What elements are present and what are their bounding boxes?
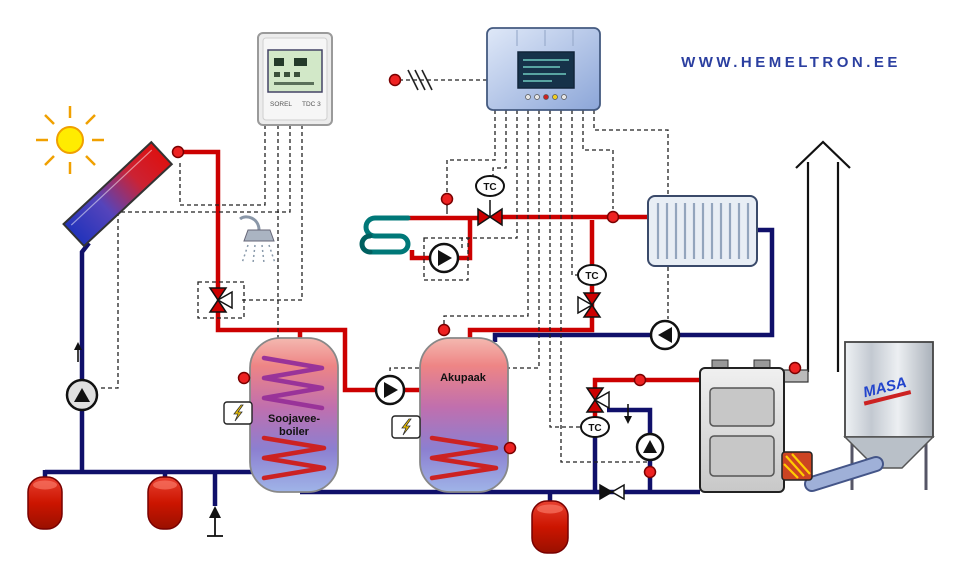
solar-collector [62, 140, 174, 248]
sensor-dots [171, 73, 802, 479]
dhw-tank-lower-coil [261, 435, 327, 481]
sensor-dot-hx [440, 192, 454, 206]
electric-heater-1 [223, 401, 253, 425]
radiator-mixing-valve [577, 292, 602, 318]
system-controller [486, 27, 601, 111]
boiler-3way-valve [585, 387, 610, 413]
pipe-boiler-supply [592, 377, 700, 392]
boiler-upper-door [709, 387, 775, 427]
expansion-vessel-1 [27, 476, 63, 530]
dhw-tank-label-line1: Soojavee- [268, 413, 320, 425]
tc-sensor-2-label: TC [585, 271, 598, 282]
solar-3way-valve [208, 287, 233, 313]
sensor-dot-controller [388, 73, 402, 87]
shower-icon [239, 215, 276, 264]
sensor-dot-boiler-return [643, 465, 657, 479]
silo-logo-underline [863, 390, 912, 406]
controller-brand-label: SOREL [270, 101, 292, 108]
transfer-pump [374, 374, 406, 406]
wall-hatch-icon [407, 69, 433, 91]
solar-pump [65, 378, 99, 412]
pipe-solar-riser [79, 241, 91, 472]
cold-water-inlet-arrow [207, 506, 223, 537]
sun-icon [36, 106, 104, 174]
hx-mixing-valve [477, 200, 503, 227]
buffer-tank-coil [429, 435, 499, 481]
sensor-dot-boiler-supply [633, 373, 647, 387]
controller-model-label: TDC 3 [302, 101, 321, 108]
chimney [795, 140, 851, 372]
pipe-boiler-return [607, 407, 653, 492]
sensor-dot-collector [171, 145, 185, 159]
dhw-tank: Soojavee- boiler [249, 337, 339, 493]
controller-lcd [267, 49, 323, 93]
pipe-collector-supply [178, 149, 221, 288]
pellet-silo: MASA [843, 341, 935, 490]
tc-sensor-3: TC [580, 416, 610, 438]
boiler [699, 359, 785, 493]
radiator-pump [649, 319, 681, 351]
dhw-tank-upper-coil [261, 355, 325, 411]
boiler-pump [635, 432, 665, 462]
flow-arrow-down [624, 404, 632, 424]
buffer-tank: Akupaak [419, 337, 509, 493]
tc-sensor-1: TC [475, 175, 505, 197]
sensor-dot-radiator [606, 210, 620, 224]
sensor-dot-flue [788, 361, 802, 375]
buffer-tank-label: Akupaak [440, 372, 487, 384]
pipe-valve-to-tanks [215, 310, 422, 393]
radiator [647, 195, 758, 267]
electric-heater-2 [391, 415, 421, 439]
boiler-lower-door [709, 435, 775, 477]
sensor-dot-dhw-tank [237, 371, 251, 385]
website-url: WWW.HEMELTRON.EE [681, 54, 901, 71]
pipe-hx-pump-loop [409, 220, 473, 261]
chimney-arrow-icon [795, 140, 851, 169]
solar-controller: SOREL TDC 3 [257, 32, 333, 126]
sensor-dot-buffer-side [503, 441, 517, 455]
lightning-icon [233, 404, 244, 422]
pellet-burner [781, 451, 813, 481]
controller-display [517, 51, 575, 89]
dhw-tank-label-line2: boiler [279, 426, 310, 438]
tc-sensor-3-label: TC [588, 423, 601, 434]
sensor-dot-buffer-top [437, 323, 451, 337]
tc-sensor-1-label: TC [483, 182, 496, 193]
hx-pump [428, 242, 460, 274]
pellet-auger-tube [804, 456, 884, 492]
check-valve [599, 483, 625, 501]
pipe-radiator-return [492, 227, 775, 342]
flow-arrow-up [74, 342, 82, 362]
lightning-icon [401, 418, 412, 436]
expansion-vessel-2 [147, 476, 183, 530]
controller-buttons [525, 94, 567, 100]
expansion-vessel-3 [531, 500, 569, 554]
tc-sensor-2: TC [577, 264, 607, 286]
heat-exchanger-coil [359, 215, 411, 255]
